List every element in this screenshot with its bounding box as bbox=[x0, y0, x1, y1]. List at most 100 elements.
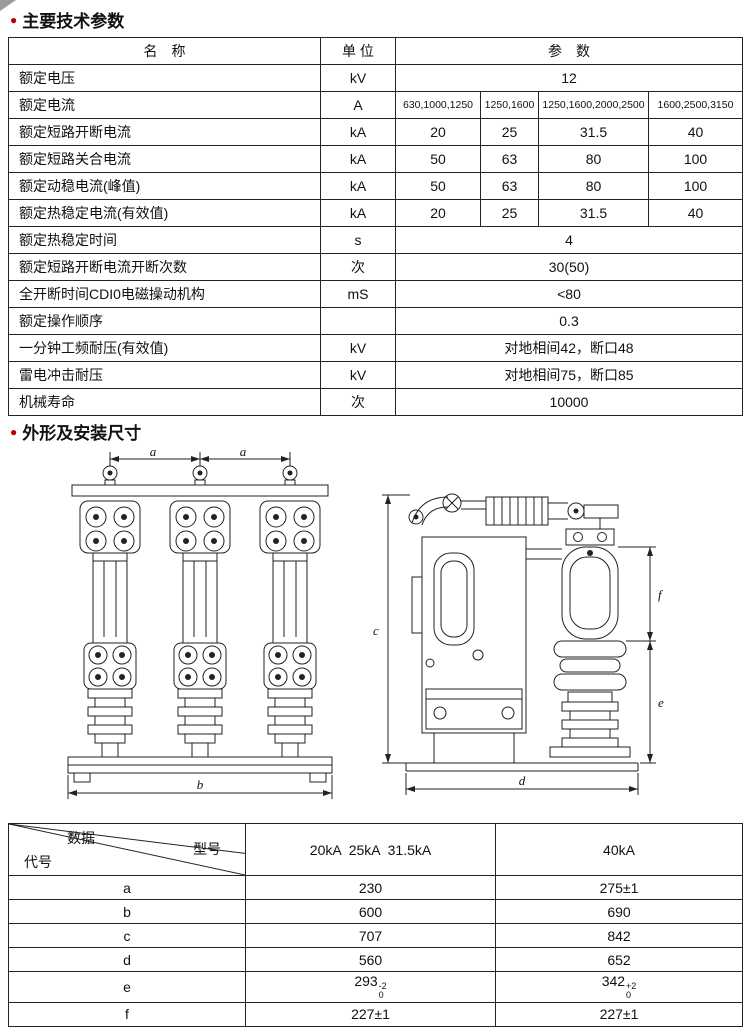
param-value: 12 bbox=[395, 64, 743, 92]
dim-code: f bbox=[8, 1001, 246, 1027]
param-value: 对地相间75，断口85 bbox=[395, 361, 743, 389]
param-value: 10000 bbox=[395, 388, 743, 416]
param-name: 额定电压 bbox=[8, 64, 321, 92]
corner-data-label: 数据 bbox=[67, 830, 95, 846]
param-name: 额定短路开断电流开断次数 bbox=[8, 253, 321, 281]
param-unit: s bbox=[320, 226, 396, 254]
dim-d-label: d bbox=[519, 773, 526, 788]
param-unit: kA bbox=[320, 172, 396, 200]
table-row: 机械寿命 次 10000 bbox=[8, 388, 743, 416]
table-row: 额定电流 A 630,1000,1250 1250,1600 1250,1600… bbox=[8, 91, 743, 119]
dim-b-label: b bbox=[197, 777, 204, 792]
param-value: 40 bbox=[648, 118, 743, 146]
param-value: 63 bbox=[480, 145, 539, 173]
dim-value: 707 bbox=[245, 923, 496, 948]
param-value: 100 bbox=[648, 172, 743, 200]
dims-row: d 560 652 bbox=[8, 947, 743, 972]
col-header-unit: 单 位 bbox=[320, 37, 396, 65]
table-row: 额定电压 kV 12 bbox=[8, 64, 743, 92]
table-row: 额定热稳定电流(有效值) kA 20 25 31.5 40 bbox=[8, 199, 743, 227]
param-unit: A bbox=[320, 91, 396, 119]
param-value: 80 bbox=[538, 172, 649, 200]
dim-code: c bbox=[8, 923, 246, 948]
param-value: 31.5 bbox=[538, 118, 649, 146]
corner-model-label: 型号 bbox=[193, 841, 221, 857]
param-unit: kA bbox=[320, 145, 396, 173]
param-unit: kV bbox=[320, 361, 396, 389]
tolerance-lower: 0 bbox=[626, 990, 632, 1001]
dims-col-header-1: 20kA 25kA 31.5kA bbox=[245, 823, 496, 876]
param-value: 1600,2500,3150 bbox=[648, 91, 743, 119]
param-unit: kA bbox=[320, 199, 396, 227]
dim-code: d bbox=[8, 947, 246, 972]
dim-value: 227±1 bbox=[495, 1001, 743, 1027]
dim-value: 560 bbox=[245, 947, 496, 972]
dim-value: 690 bbox=[495, 899, 743, 924]
param-value: 30(50) bbox=[395, 253, 743, 281]
param-value: 80 bbox=[538, 145, 649, 173]
section-title: 主要技术参数 bbox=[22, 12, 125, 31]
param-value: <80 bbox=[395, 280, 743, 308]
table-row: 额定短路关合电流 kA 50 63 80 100 bbox=[8, 145, 743, 173]
table-row: 一分钟工频耐压(有效值) kV 对地相间42，断口48 bbox=[8, 334, 743, 362]
dim-value: 652 bbox=[495, 947, 743, 972]
section-title: 外形及安装尺寸 bbox=[22, 424, 142, 443]
param-unit: kV bbox=[320, 64, 396, 92]
dim-a2-label: a bbox=[240, 449, 247, 459]
param-value: 40 bbox=[648, 199, 743, 227]
param-value: 100 bbox=[648, 145, 743, 173]
dim-value: 600 bbox=[245, 899, 496, 924]
corner-code-label: 代号 bbox=[24, 854, 52, 870]
dims-table: 数据 型号 代号 20kA 25kA 31.5kA 40kA a 230 275… bbox=[8, 823, 743, 1027]
dim-value: 230 bbox=[245, 875, 496, 900]
param-value: 对地相间42，断口48 bbox=[395, 334, 743, 362]
param-value: 630,1000,1250 bbox=[395, 91, 481, 119]
dims-header-row: 数据 型号 代号 20kA 25kA 31.5kA 40kA bbox=[8, 823, 743, 876]
param-unit: 次 bbox=[320, 388, 396, 416]
side-view-wrap: c bbox=[370, 465, 670, 804]
col-header-name: 名 称 bbox=[8, 37, 321, 65]
outline-drawings: a a b bbox=[60, 449, 742, 815]
diagonal-lines bbox=[9, 824, 245, 875]
param-unit: kV bbox=[320, 334, 396, 362]
param-unit bbox=[320, 307, 396, 335]
diagonal-header-cell: 数据 型号 代号 bbox=[8, 823, 246, 876]
dim-code: b bbox=[8, 899, 246, 924]
dim-c-label: c bbox=[373, 623, 379, 638]
param-unit: mS bbox=[320, 280, 396, 308]
dim-code: a bbox=[8, 875, 246, 900]
param-name: 额定动稳电流(峰值) bbox=[8, 172, 321, 200]
param-value: 25 bbox=[480, 199, 539, 227]
param-value: 31.5 bbox=[538, 199, 649, 227]
tolerance-upper: -2 bbox=[378, 981, 387, 991]
red-bullet-icon: ● bbox=[10, 12, 18, 27]
section-heading-parameters: ● 主要技术参数 bbox=[10, 7, 742, 32]
dim-value: 842 bbox=[495, 923, 743, 948]
dim-value-base: 293 bbox=[354, 973, 378, 989]
dim-code: e bbox=[8, 971, 246, 1003]
dim-value: 275±1 bbox=[495, 875, 743, 900]
param-name: 雷电冲击耐压 bbox=[8, 361, 321, 389]
param-value: 1250,1600 bbox=[480, 91, 539, 119]
param-name: 一分钟工频耐压(有效值) bbox=[8, 334, 321, 362]
table-row: 额定短路开断电流 kA 20 25 31.5 40 bbox=[8, 118, 743, 146]
param-value: 1250,1600,2000,2500 bbox=[538, 91, 649, 119]
param-value: 50 bbox=[395, 145, 481, 173]
dims-row: b 600 690 bbox=[8, 899, 743, 924]
table-row: 额定短路开断电流开断次数 次 30(50) bbox=[8, 253, 743, 281]
dim-a1-label: a bbox=[150, 449, 157, 459]
param-value: 63 bbox=[480, 172, 539, 200]
dim-f-label: f bbox=[658, 587, 664, 602]
dim-e-label: e bbox=[658, 695, 664, 710]
param-value: 25 bbox=[480, 118, 539, 146]
dims-row: a 230 275±1 bbox=[8, 875, 743, 900]
front-view-drawing: a a b bbox=[67, 449, 333, 799]
table-row: 额定操作顺序 0.3 bbox=[8, 307, 743, 335]
param-value: 4 bbox=[395, 226, 743, 254]
